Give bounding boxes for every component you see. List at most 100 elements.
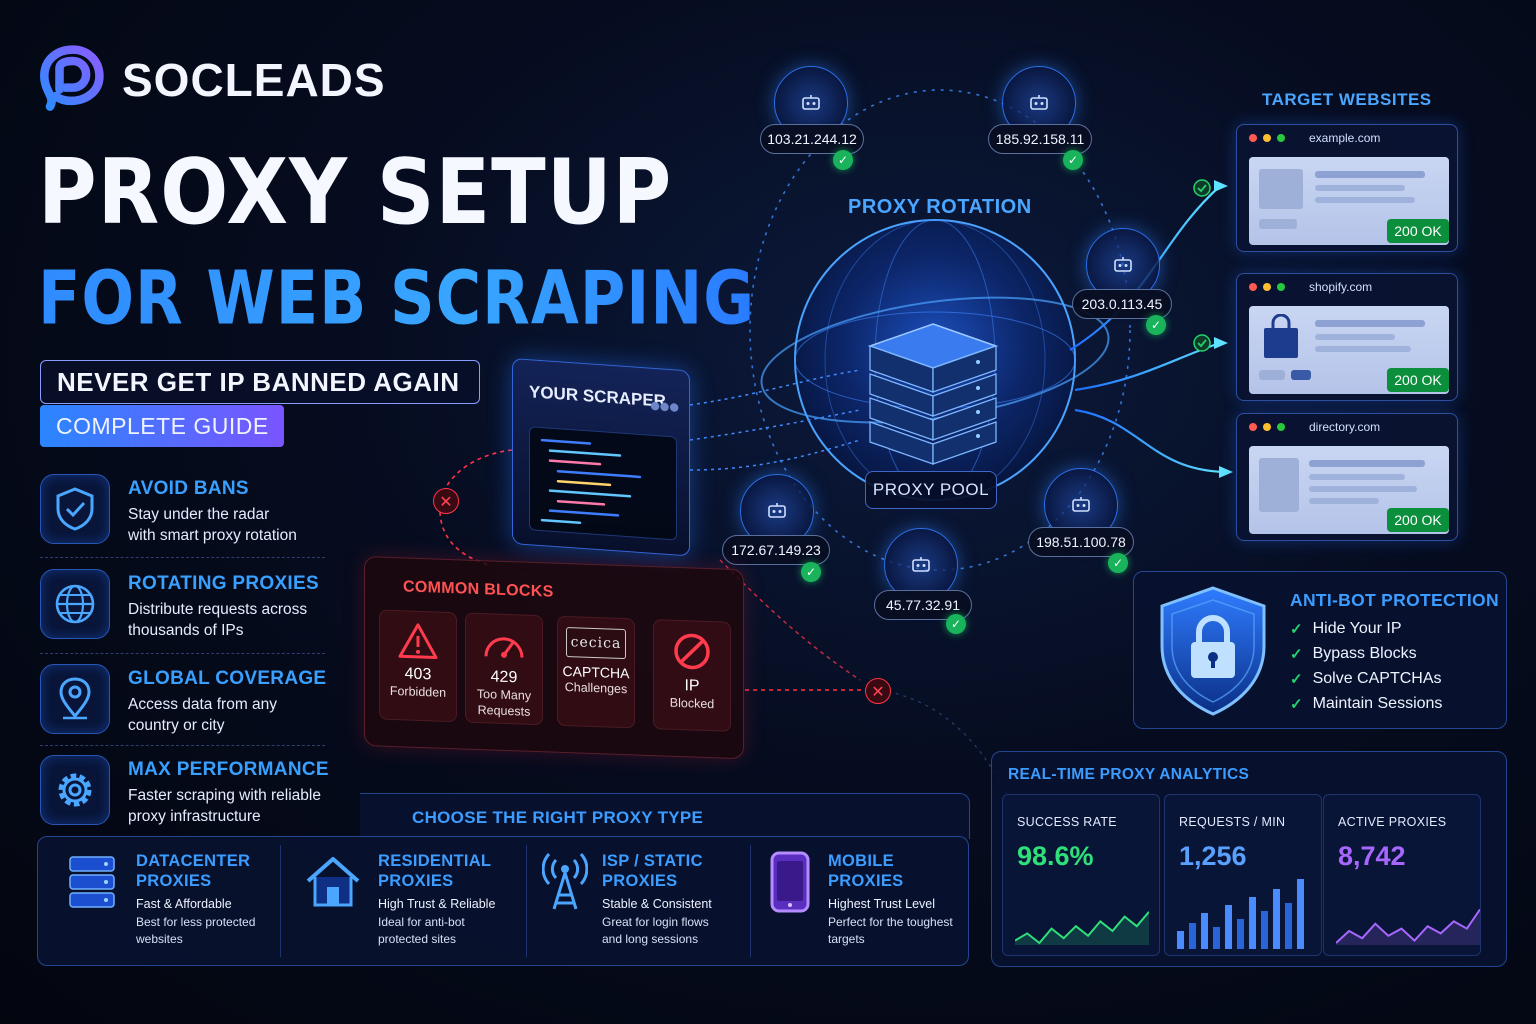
proxy-type-name: DATACENTER PROXIES — [136, 852, 251, 890]
request-bar — [1213, 927, 1220, 949]
check-icon: ✓ — [1146, 315, 1166, 335]
robot-icon — [768, 503, 786, 518]
proxy-type-tag: Stable & Consistent — [602, 897, 712, 911]
smartphone-icon — [770, 851, 810, 913]
divider — [40, 557, 325, 558]
target-site: shopify.com 200 OK — [1236, 273, 1458, 401]
blocked-x-icon: ✕ — [865, 678, 891, 704]
feature-title: AVOID BANS — [128, 478, 249, 499]
proxy-type-mobile: MOBILE PROXIES Highest Trust Level Perfe… — [766, 851, 968, 948]
analytics-panel: REAL-TIME PROXY ANALYTICS SUCCESS RATE 9… — [991, 751, 1507, 967]
sparkline-area — [1015, 911, 1149, 945]
metric-value: 98.6% — [1017, 841, 1094, 871]
dots-icon: ●●● — [650, 398, 679, 414]
robot-icon — [1030, 95, 1048, 110]
feature-title: MAX PERFORMANCE — [128, 759, 329, 780]
metric-value: 1,256 — [1179, 841, 1247, 871]
code-editor — [529, 426, 677, 541]
hero-subtitle: FOR WEB SCRAPING — [38, 254, 756, 342]
feature-title: GLOBAL COVERAGE — [128, 668, 327, 689]
hero-title: PROXY SETUP — [38, 140, 673, 245]
server-stack-icon — [69, 856, 115, 908]
proxy-rotation-label: PROXY ROTATION — [848, 196, 1032, 218]
check-icon: ✓ — [1290, 671, 1303, 688]
status-badge: 200 OK — [1387, 219, 1449, 243]
scraper-panel: YOUR SCRAPER ●●● — [512, 358, 690, 557]
shield-check-icon — [40, 474, 110, 544]
proxy-types-panel: DATACENTER PROXIES Fast & Affordable Bes… — [37, 836, 969, 966]
proxy-type-tag: Highest Trust Level — [828, 897, 935, 911]
speedometer-icon — [484, 637, 524, 658]
gear-icon — [40, 755, 110, 825]
check-icon: ✓ — [1290, 621, 1303, 638]
brand: SOCLEADS — [30, 42, 386, 118]
bar-chart-requests — [1177, 879, 1304, 949]
check-icon: ✓ — [833, 150, 853, 170]
sparkline-active — [1336, 908, 1480, 945]
anti-bot-item: ✓Bypass Blocks — [1290, 645, 1417, 663]
divider — [40, 745, 325, 746]
feature-rotating-proxies: ROTATING PROXIES Distribute requests acr… — [40, 569, 330, 641]
feature-title: ROTATING PROXIES — [128, 573, 319, 594]
target-websites-title: TARGET WEBSITES — [1262, 90, 1432, 109]
metric-requests: REQUESTS / MIN 1,256 — [1164, 794, 1322, 956]
code-lines-icon — [540, 438, 642, 525]
site-url: example.com — [1309, 131, 1381, 145]
metric-success-rate: SUCCESS RATE 98.6% — [1002, 794, 1160, 956]
request-bar — [1297, 879, 1304, 949]
proxy-type-name: MOBILE PROXIES — [828, 852, 904, 890]
anti-bot-panel: ANTI-BOT PROTECTION ✓Hide Your IP ✓Bypas… — [1133, 571, 1507, 729]
common-blocks-panel: COMMON BLOCKS 403 Forbidden 429 Too Many… — [364, 556, 744, 760]
proxy-type-residential: RESIDENTIAL PROXIES High Trust & Reliabl… — [302, 851, 518, 948]
scraper-title: YOUR SCRAPER — [529, 382, 666, 411]
shopping-bag-icon — [1264, 314, 1298, 358]
request-bar — [1261, 911, 1268, 949]
site-preview — [1249, 157, 1449, 245]
proxy-type-tag: High Trust & Reliable — [378, 897, 496, 911]
warning-icon — [398, 623, 438, 660]
request-bar — [1237, 919, 1244, 949]
block-429: 429 Too Many Requests — [465, 612, 543, 726]
request-bar — [1285, 903, 1292, 949]
robot-icon — [1114, 257, 1132, 272]
robot-icon — [802, 95, 820, 110]
request-bar — [1201, 913, 1208, 949]
site-url: directory.com — [1309, 420, 1381, 434]
proxy-type-isp: ISP / STATIC PROXIES Stable & Consistent… — [542, 851, 742, 948]
socleads-logo-icon — [40, 45, 104, 111]
request-bar — [1189, 923, 1196, 949]
sparkline-success — [1015, 911, 1149, 945]
feature-max-performance: MAX PERFORMANCE Faster scraping with rel… — [40, 755, 330, 827]
request-bar — [1225, 905, 1232, 949]
blocked-x-icon: ✕ — [433, 488, 459, 514]
shield-lock-icon — [1160, 586, 1266, 716]
target-site: example.com 200 OK — [1236, 124, 1458, 252]
anti-bot-item: ✓Maintain Sessions — [1290, 695, 1443, 713]
check-icon: ✓ — [1290, 696, 1303, 713]
block-403: 403 Forbidden — [379, 609, 457, 723]
metric-label: ACTIVE PROXIES — [1338, 815, 1447, 829]
proxy-type-name: RESIDENTIAL PROXIES — [378, 852, 492, 890]
antenna-icon — [542, 852, 588, 910]
metric-value: 8,742 — [1338, 841, 1406, 871]
request-bar — [1177, 931, 1184, 949]
proxy-ip: 185.92.158.11 — [988, 124, 1092, 154]
status-badge: 200 OK — [1387, 508, 1449, 532]
server-stack-icon — [867, 323, 999, 465]
block-ip-blocked: IP Blocked — [653, 619, 731, 732]
proxy-types-title: CHOOSE THE RIGHT PROXY TYPE — [412, 808, 704, 827]
proxy-ip: 198.51.100.78 — [1028, 527, 1134, 557]
globe-icon — [40, 569, 110, 639]
common-blocks-title: COMMON BLOCKS — [403, 578, 554, 601]
complete-guide-badge: COMPLETE GUIDE — [40, 405, 284, 447]
sparkline-line — [1015, 911, 1149, 945]
proxy-type-datacenter: DATACENTER PROXIES Fast & Affordable Bes… — [62, 851, 276, 948]
status-badge: 200 OK — [1387, 368, 1449, 392]
